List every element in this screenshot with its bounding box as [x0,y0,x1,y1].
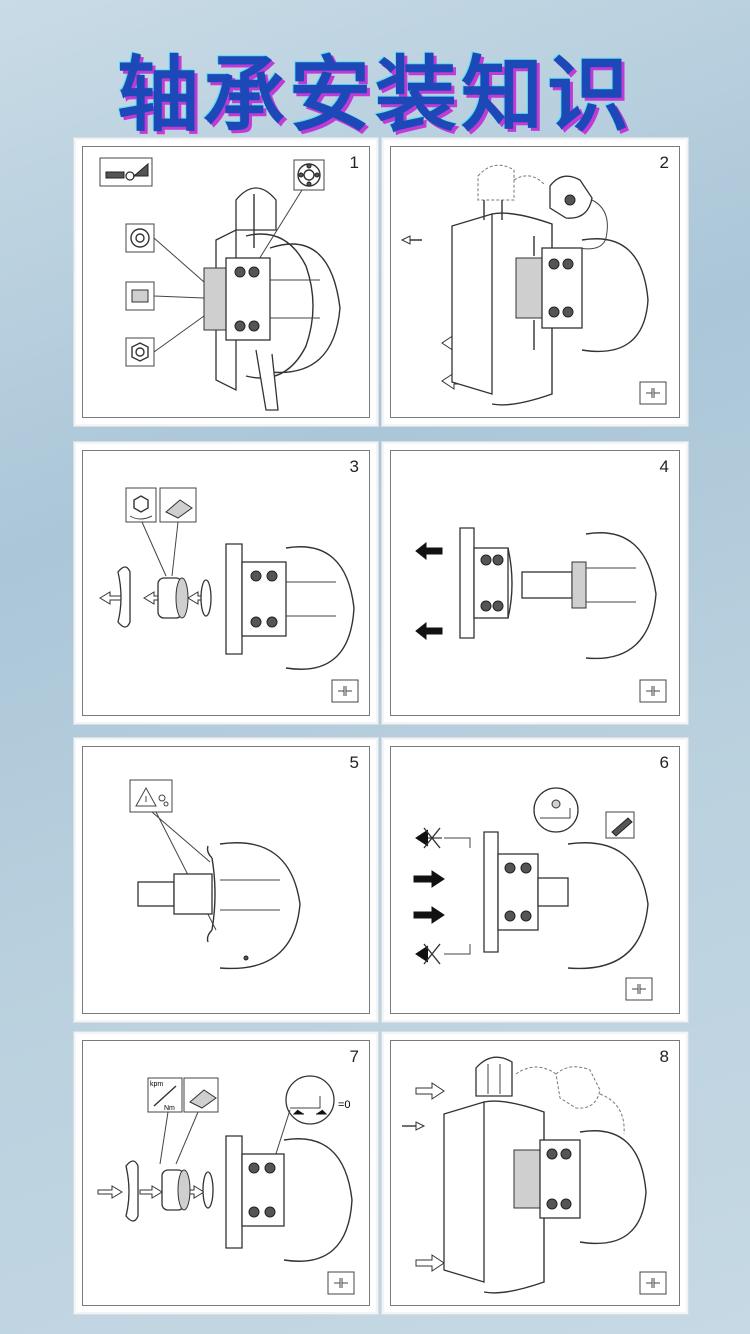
step-panel-8: 8 [382,1032,688,1314]
step-number: 4 [659,457,669,476]
page-title: 轴承安装知识 [116,48,633,143]
nut-rotation-icon [125,487,157,523]
reinstall-disc-caliper-diagram [402,1056,667,1295]
step-panel-6: 6 [382,738,688,1022]
torque-unit-bottom: Nm [164,1105,175,1112]
torque-wrench-icon: kpm Nm [147,1077,183,1113]
axial-play-icon [639,679,667,703]
step-panel-1: 1 [74,138,378,426]
step-panel-5: 5 [74,738,378,1022]
step-panel-4: 4 [382,442,688,724]
forbidden-press-icon [415,943,441,965]
press-new-hub-diagram [413,787,653,1001]
step-number: 5 [349,753,359,772]
grease-tube-icon [605,811,635,839]
axial-play-icon [327,1271,355,1295]
caliper-icon [475,1056,513,1097]
torque-unit-top: kpm [150,1081,163,1088]
hub-nut-removal-diagram [99,487,359,703]
step-panel-3: 3 [74,442,378,724]
axial-play-icon [639,381,667,405]
manual-reference-icon [183,1077,219,1113]
hub-disassembly-overview-diagram [99,157,341,411]
torque-hub-nut-diagram: kpm Nm =0 [97,1075,355,1295]
axial-play-icon [639,1271,667,1295]
step-number: 7 [349,1047,359,1066]
caliper-and-disc-removal-diagram [400,164,667,406]
bearing-icon [293,159,325,191]
step-panel-2: 2 [382,138,688,426]
cleaning-warning-icon [129,779,173,813]
clean-spindle-diagram [129,779,301,970]
step-number: 8 [659,1047,669,1066]
magnifier-detail-icon [533,787,579,833]
magnifier-detail-icon [285,1075,335,1125]
step-number: 2 [659,153,669,172]
step-number: 1 [349,153,359,172]
step-number: 6 [659,753,669,772]
hub-pull-off-diagram [415,527,667,703]
axial-play-icon [331,679,359,703]
gap-label: =0 [338,1099,351,1111]
washer-icon [125,223,155,253]
nut-icon [125,337,155,367]
cap-icon [125,281,155,311]
step-number: 3 [349,457,359,476]
forbidden-press-icon [415,827,442,849]
tool-icon [99,157,153,187]
axial-play-icon [625,977,653,1001]
manual-reference-icon [159,487,197,523]
caliper-icon [549,175,608,250]
step-panel-7: 7 kpm Nm =0 [74,1032,378,1314]
